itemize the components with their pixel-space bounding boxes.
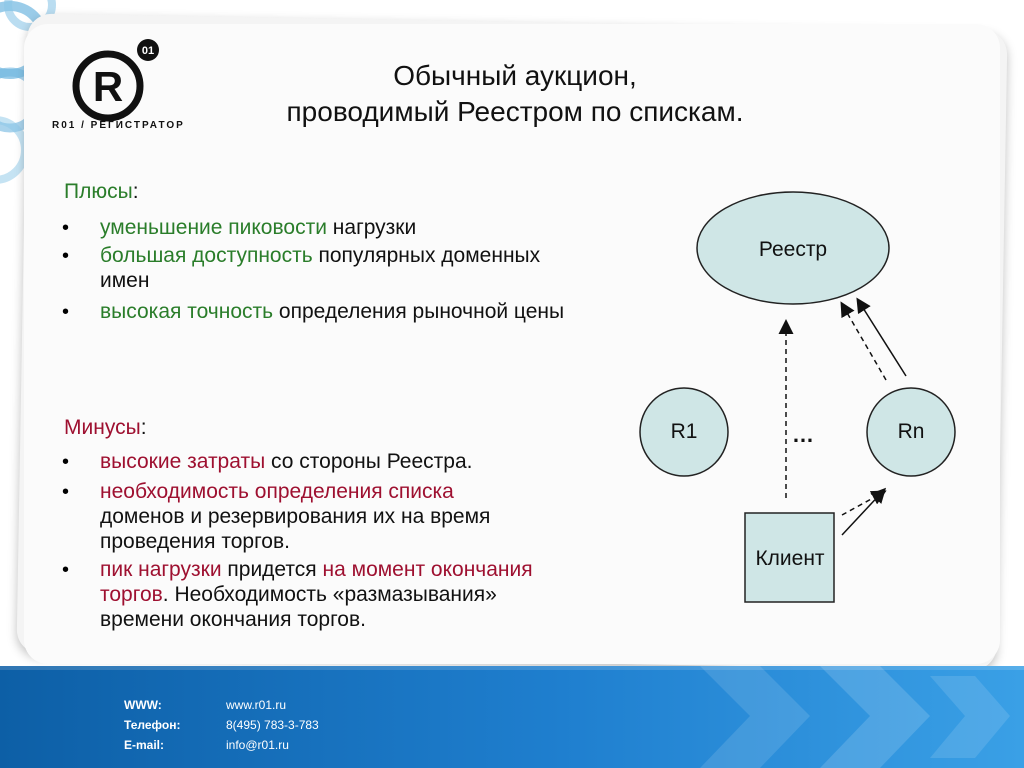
title-line-2: проводимый Реестром по спискам. <box>286 96 744 127</box>
www-value[interactable]: www.r01.ru <box>226 698 287 712</box>
bullet-dot: • <box>62 217 70 239</box>
phone-label: Телефон: <box>124 718 181 732</box>
auction-diagram: Реестр R1 Rn … Клиент <box>639 191 956 603</box>
pros-item-1: уменьшение пиковости нагрузки <box>100 216 417 239</box>
logo-wordmark: R01 / РЕГИСТРАТОР <box>52 120 185 131</box>
arrow-client-rn <box>841 487 887 536</box>
ellipsis-label: … <box>792 422 814 447</box>
logo-mark: R <box>93 63 123 110</box>
cons-item-1: высокие затраты со стороны Реестра. <box>100 450 473 473</box>
www-label: WWW: <box>124 698 162 712</box>
phone-value: 8(495) 783-3-783 <box>226 718 319 732</box>
client-node <box>744 512 835 603</box>
slide-title: Обычный аукцион, проводимый Реестром по … <box>200 58 830 130</box>
footer-decoration <box>0 666 1024 768</box>
rn-node <box>866 387 956 477</box>
pros-item-3: высокая точность определения рыночной це… <box>100 300 565 323</box>
client-label: Клиент <box>755 547 824 570</box>
title-line-1: Обычный аукцион, <box>393 60 637 91</box>
bullet-dot: • <box>62 559 70 581</box>
email-label: E-mail: <box>124 738 165 752</box>
bullet-dot: • <box>62 451 70 473</box>
r1-node <box>639 387 729 477</box>
pros-heading: Плюсы: <box>64 180 139 203</box>
arrow-rn-registry <box>856 297 907 377</box>
bullet-dot: • <box>62 301 70 323</box>
cons-item-2: необходимость определения списка доменов… <box>100 480 491 553</box>
cons-item-3: пик нагрузки придется на момент окончани… <box>100 558 533 631</box>
arrow-rn-registry-dashed <box>840 301 887 381</box>
r01-logo: R 01 <box>72 39 159 122</box>
rn-label: Rn <box>898 420 925 443</box>
logo-badge: 01 <box>142 45 154 57</box>
registry-label: Реестр <box>759 238 827 261</box>
email-value[interactable]: info@r01.ru <box>226 738 289 752</box>
cons-heading: Минусы: <box>64 416 147 439</box>
registry-node <box>696 191 890 305</box>
footer-bar: WWW: www.r01.ru Телефон: 8(495) 783-3-78… <box>0 666 1024 768</box>
bullet-dot: • <box>62 481 70 503</box>
pros-item-2: большая доступность популярных доменных … <box>100 244 541 292</box>
bullet-dot: • <box>62 245 70 267</box>
slide-card <box>24 24 1000 664</box>
r1-label: R1 <box>671 420 698 443</box>
